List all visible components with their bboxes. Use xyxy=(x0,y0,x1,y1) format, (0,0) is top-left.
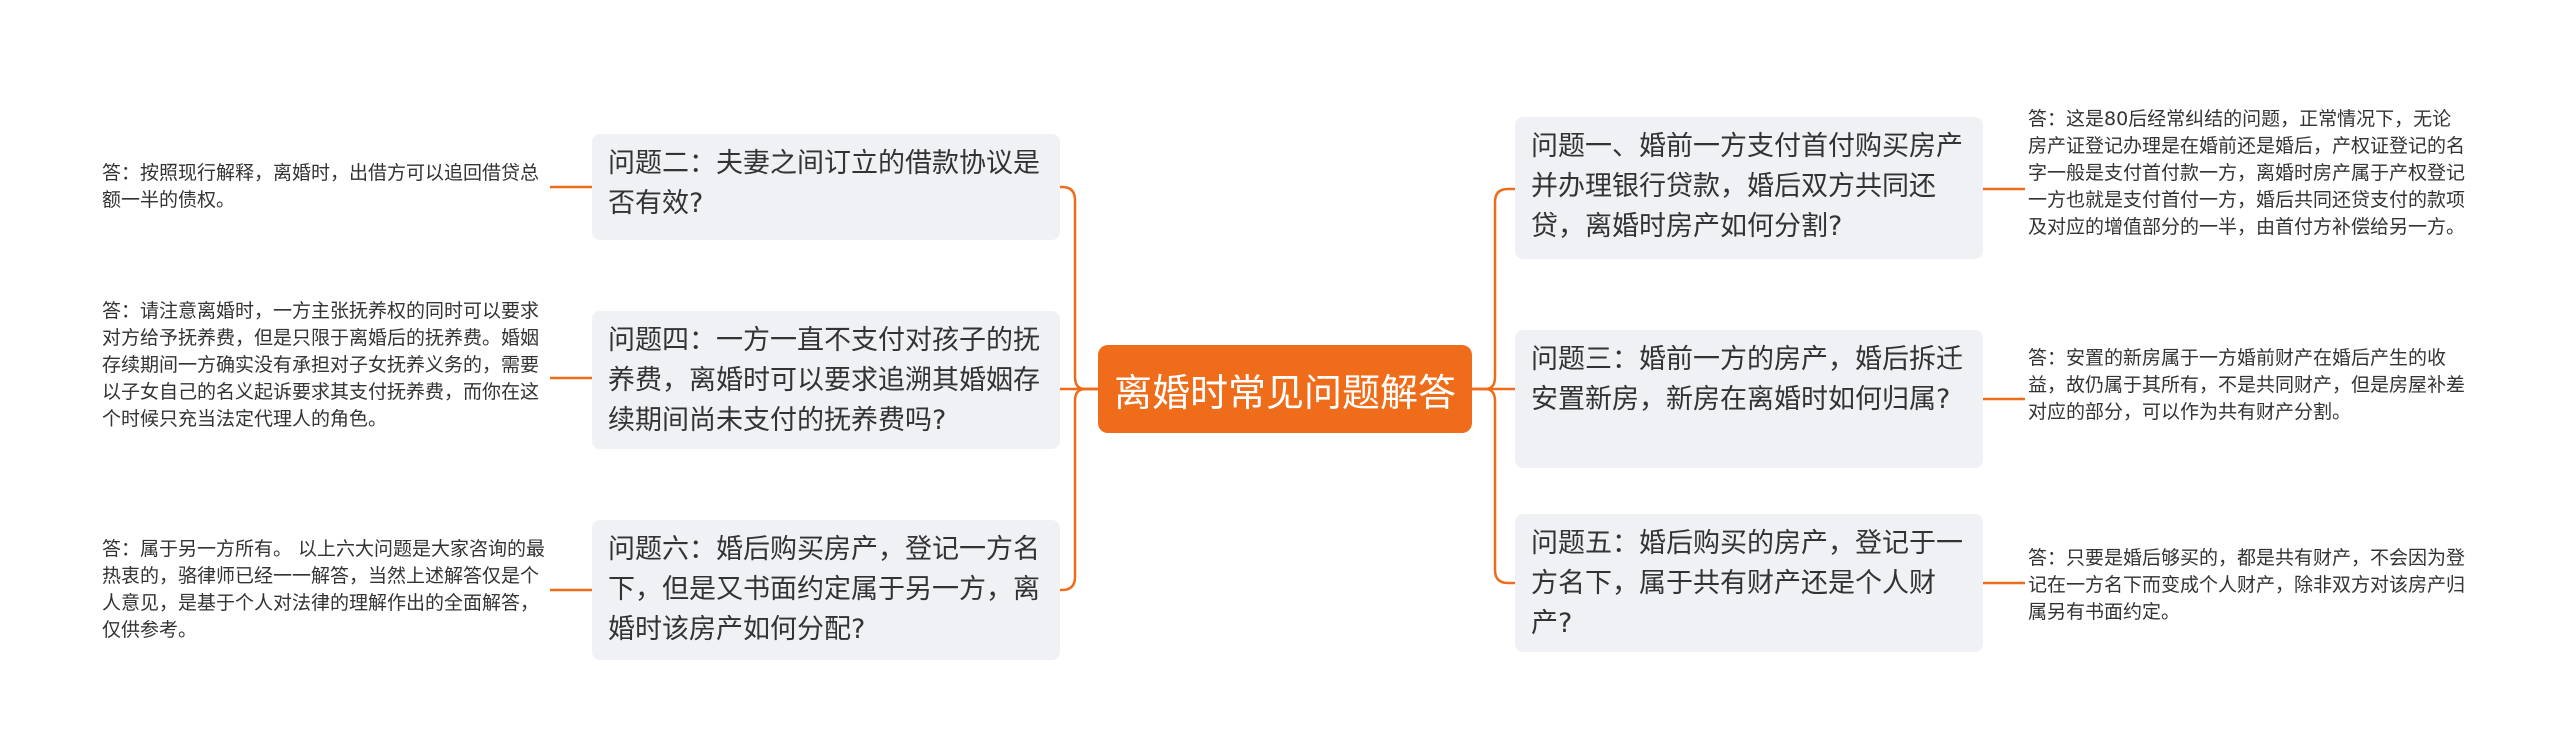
answer-5: 答：只要是婚后够买的，都是共有财产，不会因为登记在一方名下而变成个人财产，除非双… xyxy=(2028,547,2466,623)
question-4[interactable]: 问题四：一方一直不支付对孩子的抚养费，离婚时可以要求追溯其婚姻存续期间尚未支付的… xyxy=(592,311,1060,449)
answer-3: 答：安置的新房属于一方婚前财产在婚后产生的收益，故仍属于其所有，不是共同财产，但… xyxy=(2028,347,2466,423)
question-1[interactable]: 问题一、婚前一方支付首付购买房产并办理银行贷款，婚后双方共同还贷，离婚时房产如何… xyxy=(1515,117,1983,259)
question-2[interactable]: 问题二：夫妻之间订立的借款协议是否有效? xyxy=(592,134,1060,240)
answer-2: 答：按照现行解释，离婚时，出借方可以追回借贷总额一半的债权。 xyxy=(102,162,540,211)
answer-1: 答：这是80后经常纠结的问题，正常情况下，无论房产证登记办理是在婚前还是婚后，产… xyxy=(2028,108,2466,238)
link-central-to-q2 xyxy=(1060,185,1098,391)
link-central-to-q6 xyxy=(1060,387,1098,592)
link-central-to-q5 xyxy=(1472,387,1515,585)
question-3[interactable]: 问题三：婚前一方的房产，婚后拆迁安置新房，新房在离婚时如何归属? xyxy=(1515,330,1983,468)
question-5[interactable]: 问题五：婚后购买的房产，登记于一方名下，属于共有财产还是个人财产? xyxy=(1515,514,1983,652)
link-central-to-q1 xyxy=(1472,187,1515,391)
answer-4: 答：请注意离婚时，一方主张抚养权的同时可以要求对方给予抚养费，但是只限于离婚后的… xyxy=(102,300,540,430)
question-6[interactable]: 问题六：婚后购买房产，登记一方名下，但是又书面约定属于另一方，离婚时该房产如何分… xyxy=(592,520,1060,660)
central-topic[interactable]: 离婚时常见问题解答 xyxy=(1098,345,1472,433)
answer-6: 答：属于另一方所有。 以上六大问题是大家咨询的最热衷的，骆律师已经一一解答，当然… xyxy=(102,538,546,641)
